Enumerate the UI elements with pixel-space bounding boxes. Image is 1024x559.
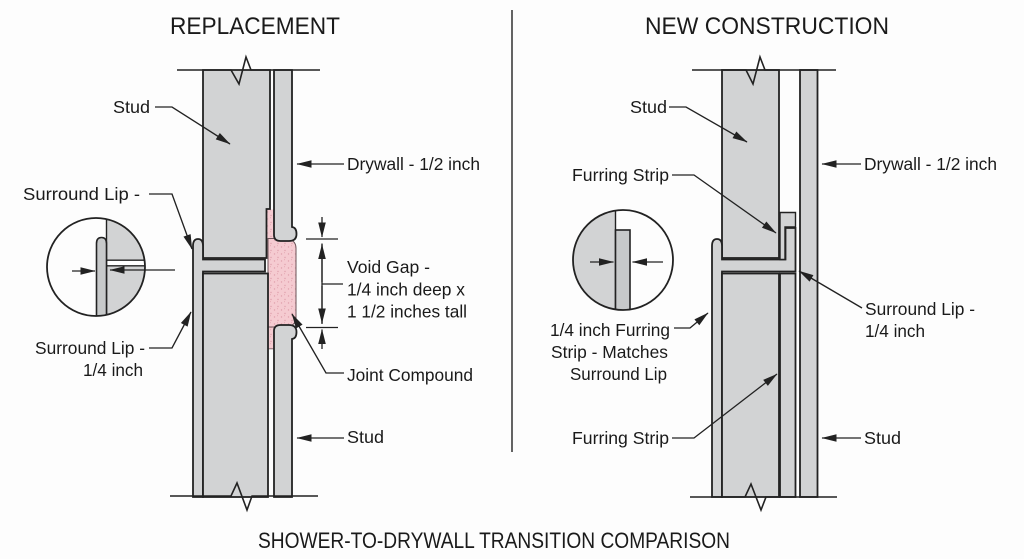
surround-lip-callout-label: Surround Lip -: [23, 184, 140, 204]
new-construction-title: NEW CONSTRUCTION: [645, 13, 889, 40]
surround-lip-detail-circle-left: [95, 218, 145, 316]
furring-note-label-l3: Surround Lip: [570, 364, 667, 384]
stud-lower-right: [721, 272, 780, 498]
drywall-lower-left: [273, 324, 298, 498]
detail-stud-fill-right: [573, 210, 616, 310]
void-gap-label-l2: 1/4 inch deep x: [347, 280, 465, 300]
surround-lip-quarter-label-l2: 1/4 inch: [83, 360, 143, 380]
stud-top-label-right: Stud: [630, 97, 667, 117]
stud-bottom-label-right: Stud: [864, 428, 901, 448]
void-gap-label-l3: 1 1/2 inches tall: [347, 302, 467, 322]
break-line-top-right: [692, 54, 836, 87]
furring-strip-bottom-leader: [672, 373, 778, 439]
stud-top-label-left: Stud: [113, 97, 150, 117]
furring-note-label-l1: 1/4 inch Furring: [550, 320, 670, 340]
surround-panel-with-lip-right: [711, 227, 797, 498]
surround-lip-leader-right: [798, 270, 863, 309]
furring-strip-upper: [779, 211, 797, 261]
break-line-bottom-left: [170, 480, 318, 513]
void-gap-dimension: [306, 217, 343, 349]
joint-compound-void-gap-fill: [267, 238, 297, 328]
diagram-caption: SHOWER-TO-DRYWALL TRANSITION COMPARISON: [258, 528, 730, 553]
stud-upper-right: [721, 69, 780, 259]
stud-lower-left: [202, 272, 269, 498]
surround-panel-with-lip-left: [192, 238, 266, 498]
drywall-upper-left: [273, 69, 298, 242]
drywall-right: [799, 69, 819, 498]
void-gap-label-l1: Void Gap -: [347, 257, 430, 277]
furring-strip-lower: [779, 272, 797, 498]
stud-top-leader-left: [155, 106, 231, 145]
detail-kerf-gap: [106, 260, 145, 266]
break-line-top-left: [177, 54, 320, 87]
furring-strip-bottom-label: Furring Strip: [572, 428, 669, 448]
furring-note-leader: [674, 312, 709, 329]
furring-strip-detail-circle-right: [573, 210, 631, 310]
replacement-title: REPLACEMENT: [170, 13, 340, 40]
stud-top-leader-right: [669, 106, 748, 143]
furring-strip-top-leader: [672, 174, 777, 234]
detail-furring-strip: [614, 229, 631, 310]
joint-compound-lower-sliver: [267, 324, 275, 349]
stud-bottom-label-left: Stud: [347, 427, 384, 447]
surround-lip-quarter-label-l1: Surround Lip -: [35, 338, 145, 358]
surround-lip-label-right-l2: 1/4 inch: [865, 321, 925, 341]
detail-circle-outline-left: [46, 217, 146, 317]
stud-upper-left: [202, 69, 271, 259]
furring-note-label-l2: Strip - Matches: [551, 342, 668, 362]
surround-lip-bottom-leader: [149, 311, 192, 349]
replacement-panel: REPLACEMENT: [23, 13, 480, 513]
detail-surround-lip: [95, 236, 108, 316]
break-line-bottom-right: [690, 481, 837, 513]
joint-compound-leader: [291, 313, 344, 374]
surround-lip-label-right-l1: Surround Lip -: [865, 299, 975, 319]
drywall-label-right: Drywall - 1/2 inch: [864, 154, 997, 174]
joint-compound-upper-sliver: [267, 209, 275, 242]
drywall-label-left: Drywall - 1/2 inch: [347, 154, 480, 174]
new-construction-panel: NEW CONSTRUCTION Stud Furring Strip D: [550, 13, 997, 513]
detail-circle-outline-right: [572, 209, 674, 311]
joint-compound-label: Joint Compound: [347, 365, 473, 385]
surround-lip-top-leader: [149, 193, 193, 250]
furring-strip-top-label: Furring Strip: [572, 165, 669, 185]
